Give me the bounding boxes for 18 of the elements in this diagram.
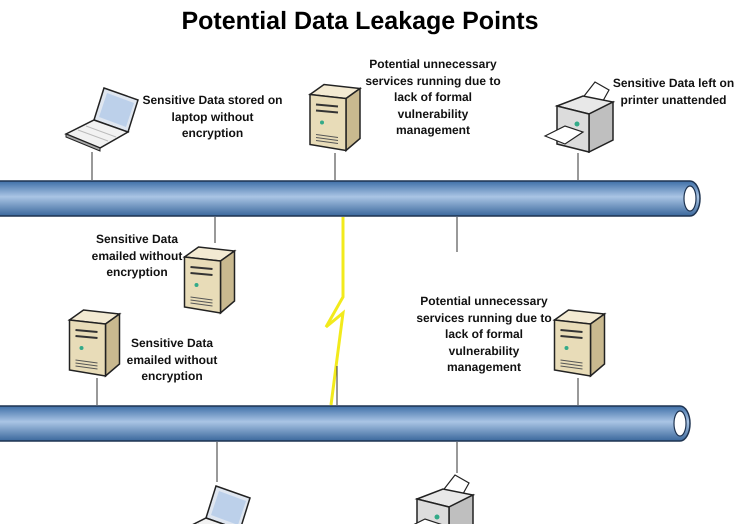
connector-line xyxy=(456,216,458,252)
leakage-point-note: Sensitive Data left on printer unattended xyxy=(612,75,736,108)
laptop-icon xyxy=(64,84,142,152)
leakage-point-note: Sensitive Data emailed without encryption xyxy=(90,231,184,280)
connector-line xyxy=(336,366,338,406)
connector-line xyxy=(96,378,98,406)
network-pipe xyxy=(0,405,692,442)
leakage-point-note: Sensitive Data emailed without encryption xyxy=(126,335,218,384)
connector-line xyxy=(216,442,218,482)
connector-line xyxy=(456,442,458,474)
title: Potential Data Leakage Points xyxy=(180,6,540,37)
leakage-point-note: Potential unnecessary services running due to lack of formal vulnerability management xyxy=(364,56,502,138)
connector-line xyxy=(214,216,216,244)
leakage-point-note: Potential unnecessary services running due to lack of formal vulnerability management xyxy=(415,293,553,376)
connector-line xyxy=(334,152,336,180)
leakage-point-note: Sensitive Data stored on laptop without encryption xyxy=(141,92,284,142)
network-pipe xyxy=(0,180,702,217)
lightning-link xyxy=(324,217,345,406)
